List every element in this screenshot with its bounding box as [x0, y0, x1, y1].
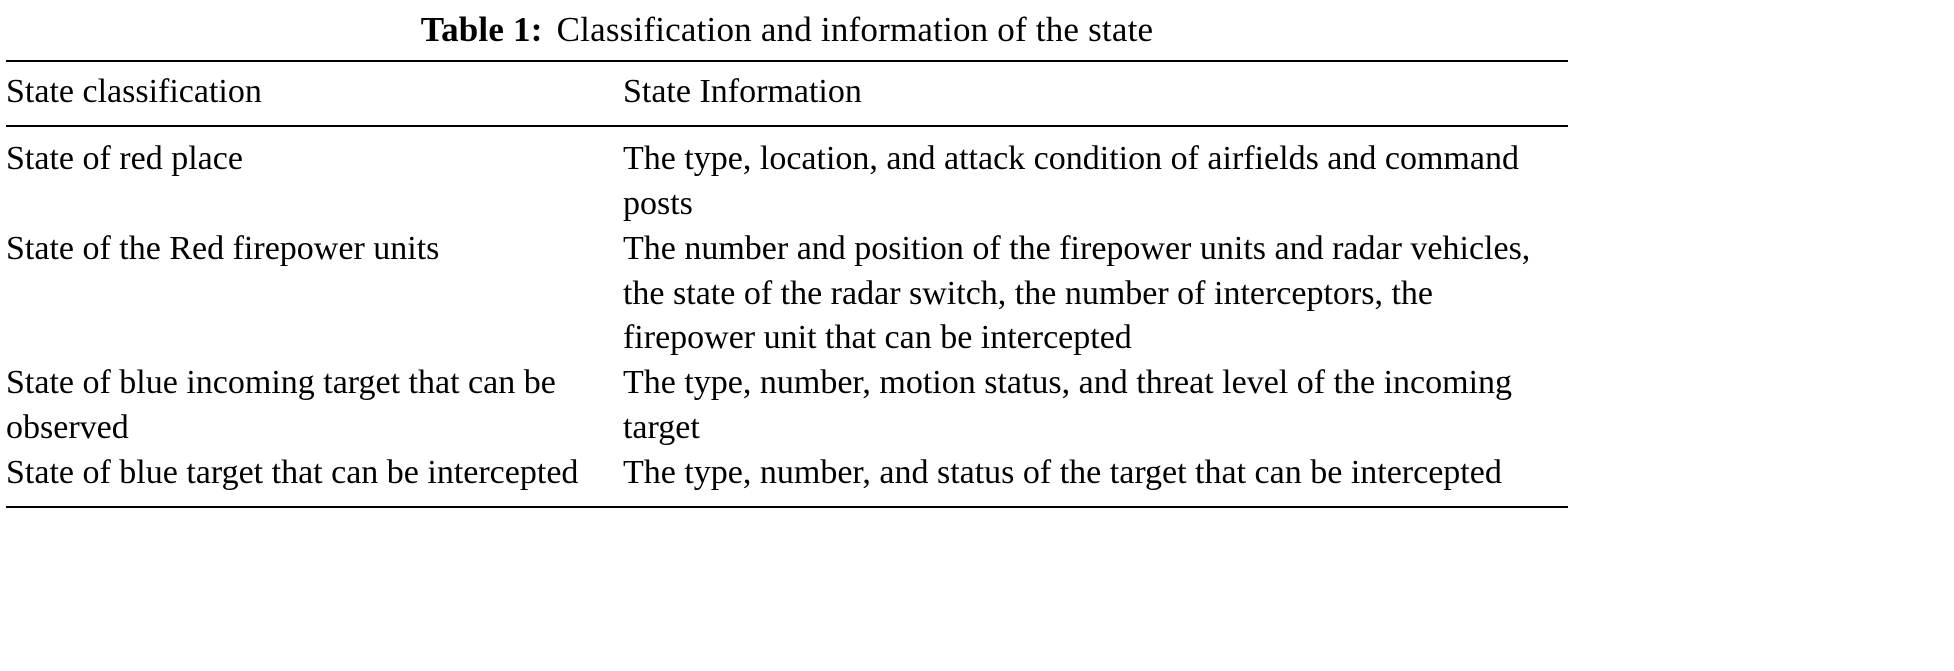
- cell-information: The type, number, motion status, and thr…: [622, 364, 1513, 447]
- page: Table 1: Classification and information o…: [6, 10, 1568, 508]
- table-row: State of blue incoming target that can b…: [6, 361, 1568, 451]
- table-container: Table 1: Classification and information o…: [6, 10, 1568, 508]
- table-row: State of red place The type, location, a…: [6, 126, 1568, 227]
- cell-information: The type, location, and attack condition…: [622, 139, 1519, 222]
- cell-classification: State of blue target that can be interce…: [6, 454, 579, 491]
- cell-classification: State of the Red firepower units: [6, 229, 440, 267]
- state-classification-table: State classification State Information S…: [6, 60, 1568, 508]
- header-state-information: State Information: [622, 61, 1568, 127]
- header-state-classification: State classification: [6, 61, 623, 127]
- cell-information: The type, number, and status of the targ…: [622, 454, 1502, 491]
- table-caption-label: Table 1:: [420, 10, 543, 49]
- table-caption-text: Classification and information of the st…: [556, 10, 1154, 49]
- cell-classification: State of red place: [6, 139, 243, 177]
- header-row: State classification State Information: [6, 61, 1568, 127]
- table-caption: Table 1: Classification and information o…: [6, 10, 1568, 50]
- table-row: State of the Red firepower units The num…: [6, 227, 1568, 362]
- cell-information: The number and position of the firepower…: [622, 229, 1531, 357]
- table-row: State of blue target that can be interce…: [6, 451, 1568, 507]
- cell-classification: State of blue incoming target that can b…: [6, 364, 556, 447]
